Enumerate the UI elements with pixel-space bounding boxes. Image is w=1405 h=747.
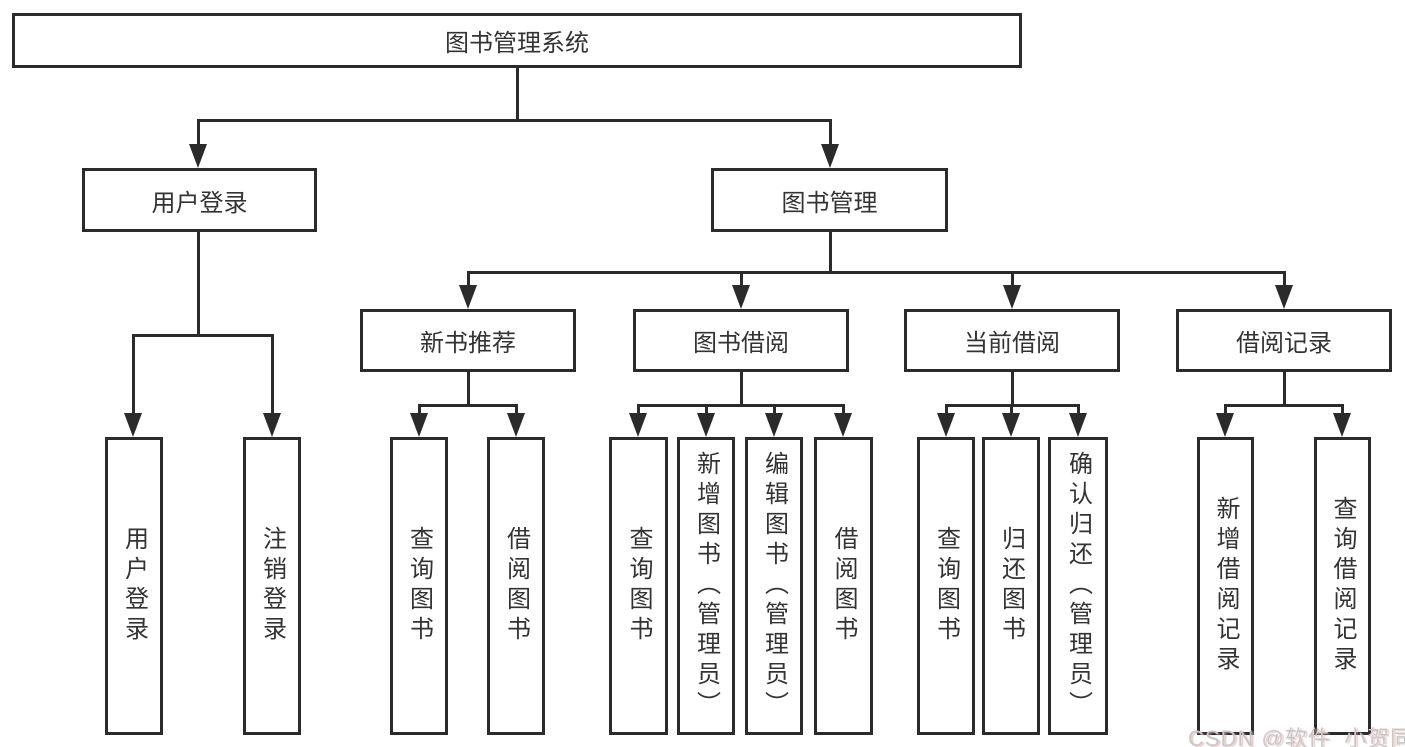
- connector-line: [1283, 370, 1286, 406]
- connector-line: [418, 404, 518, 407]
- leaf-edit-book-admin: 编辑图书（管理员）: [745, 437, 803, 735]
- connector-line: [740, 370, 743, 406]
- node-borrowing-records: 借阅记录: [1176, 309, 1392, 372]
- arrow-down-icon: [732, 285, 750, 309]
- connector-line: [132, 334, 135, 415]
- connector-line: [1011, 370, 1014, 406]
- leaf-confirm-return-admin: 确认归还（管理员）: [1048, 437, 1108, 735]
- connector-line: [1224, 404, 1227, 415]
- node-library-management-system: 图书管理系统: [12, 13, 1022, 68]
- connector-line: [740, 271, 743, 287]
- leaf-query-borrow-record: 查询借阅记录: [1314, 437, 1371, 735]
- arrow-down-icon: [821, 144, 839, 168]
- connector-line: [418, 404, 421, 415]
- arrow-down-icon: [507, 413, 525, 437]
- connector-line: [637, 404, 845, 407]
- leaf-borrow-books-borrow: 借阅图书: [814, 437, 873, 735]
- arrow-down-icon: [697, 413, 715, 437]
- arrow-down-icon: [1003, 285, 1021, 309]
- connector-line: [132, 334, 274, 337]
- connector-line: [945, 404, 948, 415]
- connector-line: [1341, 404, 1344, 415]
- connector-line: [516, 65, 519, 120]
- connector-line: [773, 404, 776, 415]
- leaf-query-books-borrow: 查询图书: [609, 437, 668, 735]
- node-user-login: 用户登录: [82, 168, 317, 232]
- connector-line: [1010, 404, 1013, 415]
- connector-line: [197, 119, 832, 122]
- arrow-down-icon: [1275, 285, 1293, 309]
- node-book-borrowing: 图书借阅: [633, 309, 849, 372]
- arrow-down-icon: [1216, 413, 1234, 437]
- arrow-down-icon: [124, 413, 142, 437]
- arrow-down-icon: [263, 413, 281, 437]
- connector-line: [1077, 404, 1080, 415]
- arrow-down-icon: [765, 413, 783, 437]
- arrow-down-icon: [459, 285, 477, 309]
- arrow-down-icon: [189, 144, 207, 168]
- leaf-query-books-recommend: 查询图书: [390, 437, 448, 735]
- leaf-query-books-current: 查询图书: [917, 437, 975, 735]
- connector-line: [467, 271, 470, 287]
- leaf-return-books: 归还图书: [982, 437, 1040, 735]
- leaf-borrow-books-recommend: 借阅图书: [487, 437, 545, 735]
- arrow-down-icon: [937, 413, 955, 437]
- leaf-add-borrow-record: 新增借阅记录: [1197, 437, 1254, 735]
- connector-line: [467, 271, 1286, 274]
- csdn-watermark: CSDN @软件_小贺同学: [1188, 726, 1405, 747]
- connector-line: [271, 334, 274, 415]
- connector-line: [1224, 404, 1344, 407]
- connector-line: [829, 119, 832, 146]
- arrow-down-icon: [1069, 413, 1087, 437]
- arrow-down-icon: [410, 413, 428, 437]
- connector-line: [467, 370, 470, 406]
- arrow-down-icon: [629, 413, 647, 437]
- connector-line: [705, 404, 708, 415]
- connector-line: [197, 119, 200, 146]
- arrow-down-icon: [1333, 413, 1351, 437]
- node-current-borrowing: 当前借阅: [904, 309, 1120, 372]
- connector-line: [1283, 271, 1286, 287]
- connector-line: [829, 230, 832, 273]
- connector-line: [1011, 271, 1014, 287]
- leaf-add-book-admin: 新增图书（管理员）: [677, 437, 735, 735]
- leaf-user-login: 用户登录: [105, 437, 163, 735]
- node-new-book-recommendation: 新书推荐: [360, 309, 576, 372]
- connector-line: [197, 230, 200, 335]
- connector-line: [515, 404, 518, 415]
- connector-line: [842, 404, 845, 415]
- arrow-down-icon: [834, 413, 852, 437]
- node-book-management: 图书管理: [711, 168, 948, 232]
- connector-line: [637, 404, 640, 415]
- arrow-down-icon: [1002, 413, 1020, 437]
- leaf-logout: 注销登录: [243, 437, 301, 735]
